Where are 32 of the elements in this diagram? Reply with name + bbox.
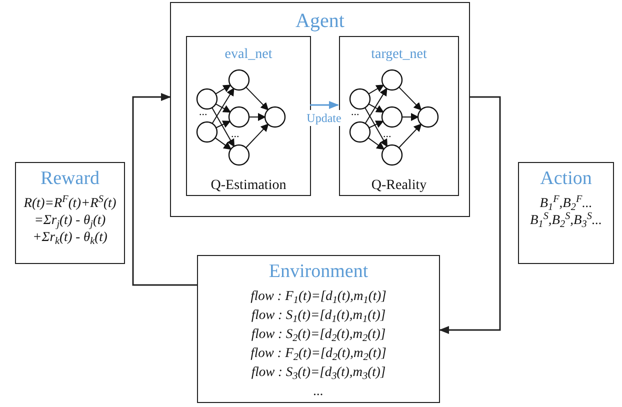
ellipsis-text: ...	[199, 106, 208, 118]
panel-title: Agent	[294, 9, 346, 33]
formula-text: flow : S$_{1}$(t)=[d$_{1}$(t),m$_{1}$(t)]	[251, 306, 386, 324]
box-title: Environment	[268, 260, 368, 284]
edge-label: Update	[306, 110, 342, 126]
formula-text: =Σr$_{j}$(t) - θ$_{j}$(t)	[34, 211, 106, 228]
environment-box	[197, 255, 440, 403]
network-caption: Q-Reality	[370, 177, 428, 195]
box-title: Reward	[40, 167, 100, 191]
ellipsis-text: ...	[231, 128, 240, 140]
network-caption: Q-Estimation	[210, 177, 288, 195]
agent-panel	[170, 2, 470, 217]
arrow	[439, 96, 501, 334]
formula-text: B$_{1}$$^{S}$,B$_{2}$$^{S}$,B$_{3}$$^{S}$...	[530, 211, 602, 228]
ellipsis-text: ...	[351, 106, 360, 118]
formula-text: ...	[313, 382, 324, 400]
formula-text: +Σr$_{k}$(t) - θ$_{k}$(t)	[32, 229, 108, 245]
formula-text: B$_{1}$$^{F}$,B$_{2}$$^{F}$...	[540, 194, 592, 211]
network-box	[339, 36, 459, 196]
formula-text: flow : F$_{2}$(t)=[d$_{2}$(t),m$_{2}$(t)]	[250, 344, 386, 362]
formula-text: flow : S$_{2}$(t)=[d$_{2}$(t),m$_{2}$(t)]	[251, 325, 386, 343]
network-title: target_net	[370, 46, 428, 64]
formula-text: flow : S$_{3}$(t)=[d$_{3}$(t),m$_{3}$(t)]	[251, 363, 386, 381]
arrow	[132, 93, 197, 286]
formula-box	[15, 162, 125, 264]
formula-text: flow : F$_{1}$(t)=[d$_{1}$(t),m$_{1}$(t)]	[250, 287, 386, 305]
ellipsis-text: ...	[383, 128, 392, 140]
arrow	[310, 101, 339, 109]
network-title: eval_net	[224, 46, 274, 64]
box-title: Action	[540, 167, 592, 191]
formula-text: R(t)=R$^{F}$(t)+R$^{S}$(t)	[24, 194, 116, 211]
formula-box	[518, 162, 614, 264]
